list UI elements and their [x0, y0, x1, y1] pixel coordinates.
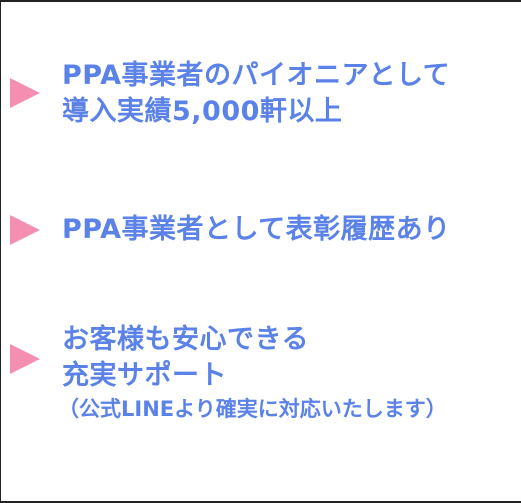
feature-text: PPA事業者のパイオニアとして 導入実績5,000軒以上 — [62, 58, 450, 130]
feature-text: PPA事業者として表彰履歴あり — [62, 212, 451, 248]
triangle-bullet-icon — [10, 344, 40, 374]
feature-line: お客様も安心できる — [62, 324, 309, 355]
feature-line: PPA事業者として表彰履歴あり — [62, 214, 451, 245]
feature-line: PPA事業者のパイオニアとして — [62, 60, 451, 91]
feature-note: （公式LINEより確実に対応いたします） — [58, 397, 447, 421]
feature-text: お客様も安心できる 充実サポート （公式LINEより確実に対応いたします） — [58, 322, 447, 424]
feature-line: 導入実績5,000軒以上 — [62, 96, 343, 127]
feature-line: 充実サポート — [62, 360, 227, 391]
triangle-bullet-icon — [10, 215, 40, 245]
triangle-bullet-icon — [10, 78, 40, 108]
